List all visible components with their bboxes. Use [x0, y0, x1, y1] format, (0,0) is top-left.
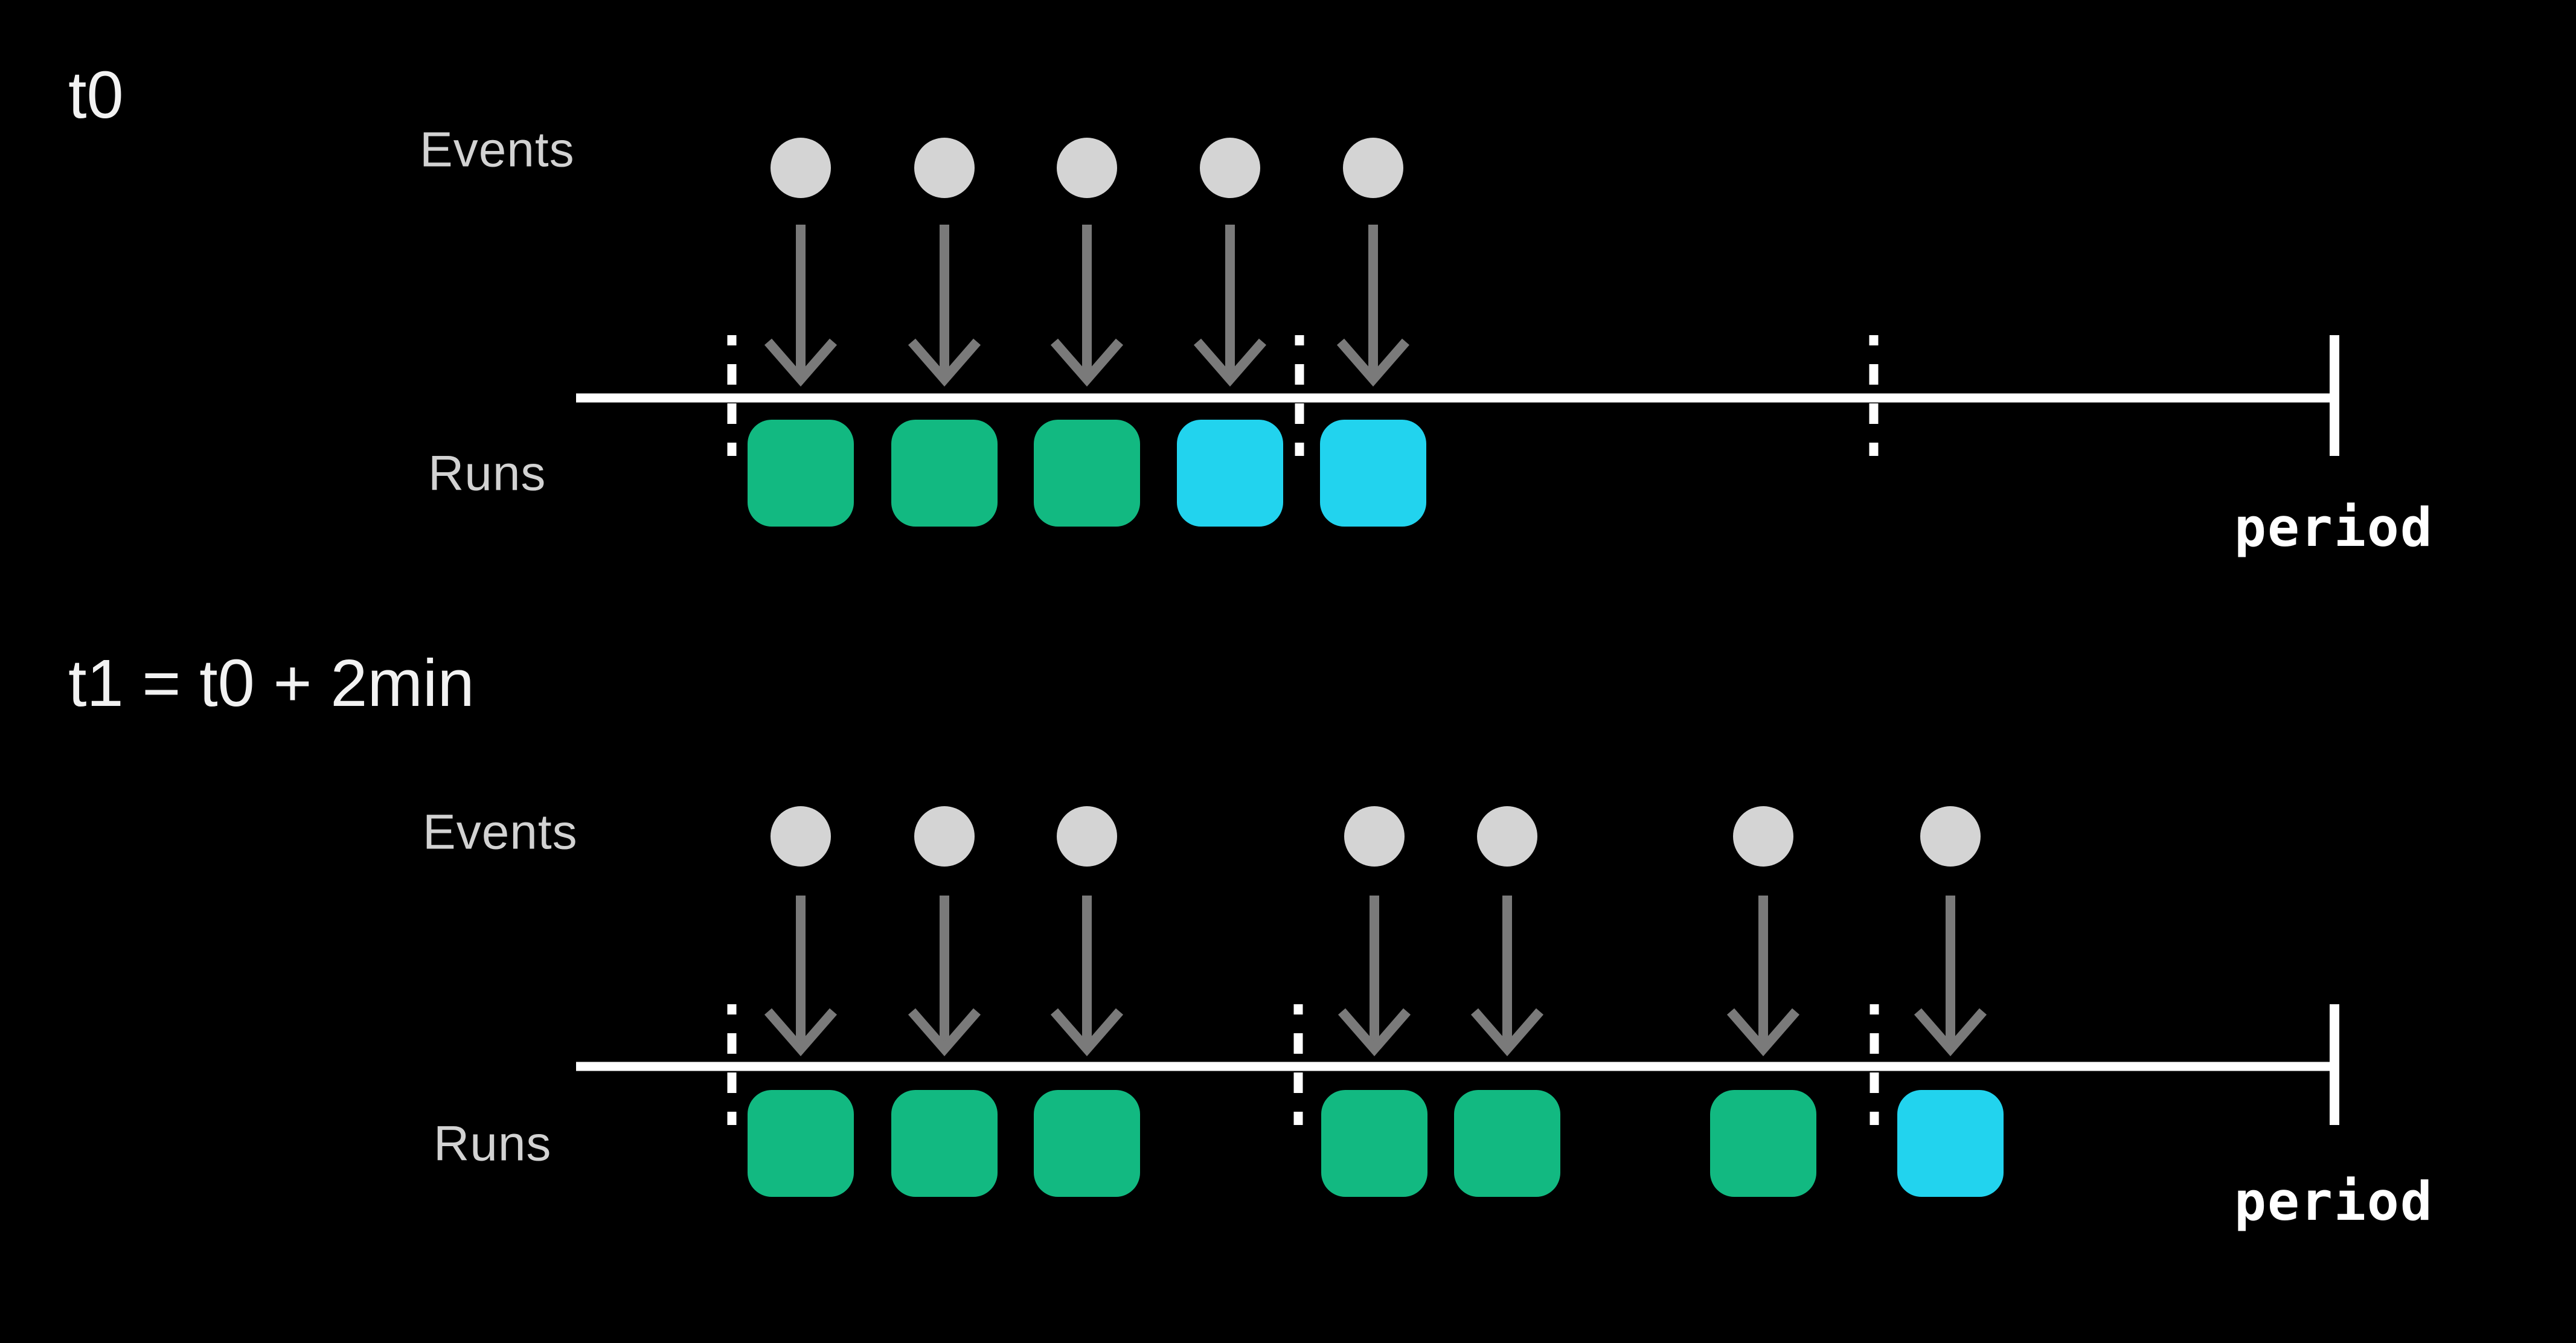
event-arrow-head	[1050, 338, 1124, 387]
event-dot	[1343, 138, 1403, 198]
event-arrow-head	[1193, 338, 1267, 387]
event-arrow-head	[1336, 338, 1410, 387]
event-arrow-head	[1914, 1008, 1987, 1057]
event-arrow-head	[908, 338, 981, 387]
event-dot	[1733, 806, 1793, 867]
event-dot	[1057, 138, 1117, 198]
run-box-green	[1321, 1090, 1427, 1197]
event-arrow-head	[1338, 1008, 1411, 1057]
event-arrow-head	[1050, 1008, 1124, 1057]
run-box-green	[1034, 1090, 1140, 1197]
run-box-cyan	[1320, 420, 1426, 527]
event-dot	[1344, 806, 1405, 867]
run-box-green	[891, 420, 998, 527]
run-box-cyan	[1177, 420, 1283, 527]
event-dot	[771, 806, 831, 867]
event-dot	[914, 806, 975, 867]
event-dot	[1477, 806, 1537, 867]
run-box-green	[748, 420, 854, 527]
event-dot	[1920, 806, 1981, 867]
run-box-green	[748, 1090, 854, 1197]
run-box-green	[891, 1090, 998, 1197]
event-dot	[914, 138, 975, 198]
event-dot	[771, 138, 831, 198]
run-box-green	[1034, 420, 1140, 527]
run-box-green	[1454, 1090, 1560, 1197]
event-arrow-head	[908, 1008, 981, 1057]
event-arrow-head	[764, 338, 838, 387]
event-arrow-head	[1726, 1008, 1800, 1057]
event-arrow-head	[1470, 1008, 1544, 1057]
run-box-green	[1710, 1090, 1816, 1197]
run-box-cyan	[1897, 1090, 2004, 1197]
event-dot	[1200, 138, 1260, 198]
event-arrow-head	[764, 1008, 838, 1057]
event-dot	[1057, 806, 1117, 867]
